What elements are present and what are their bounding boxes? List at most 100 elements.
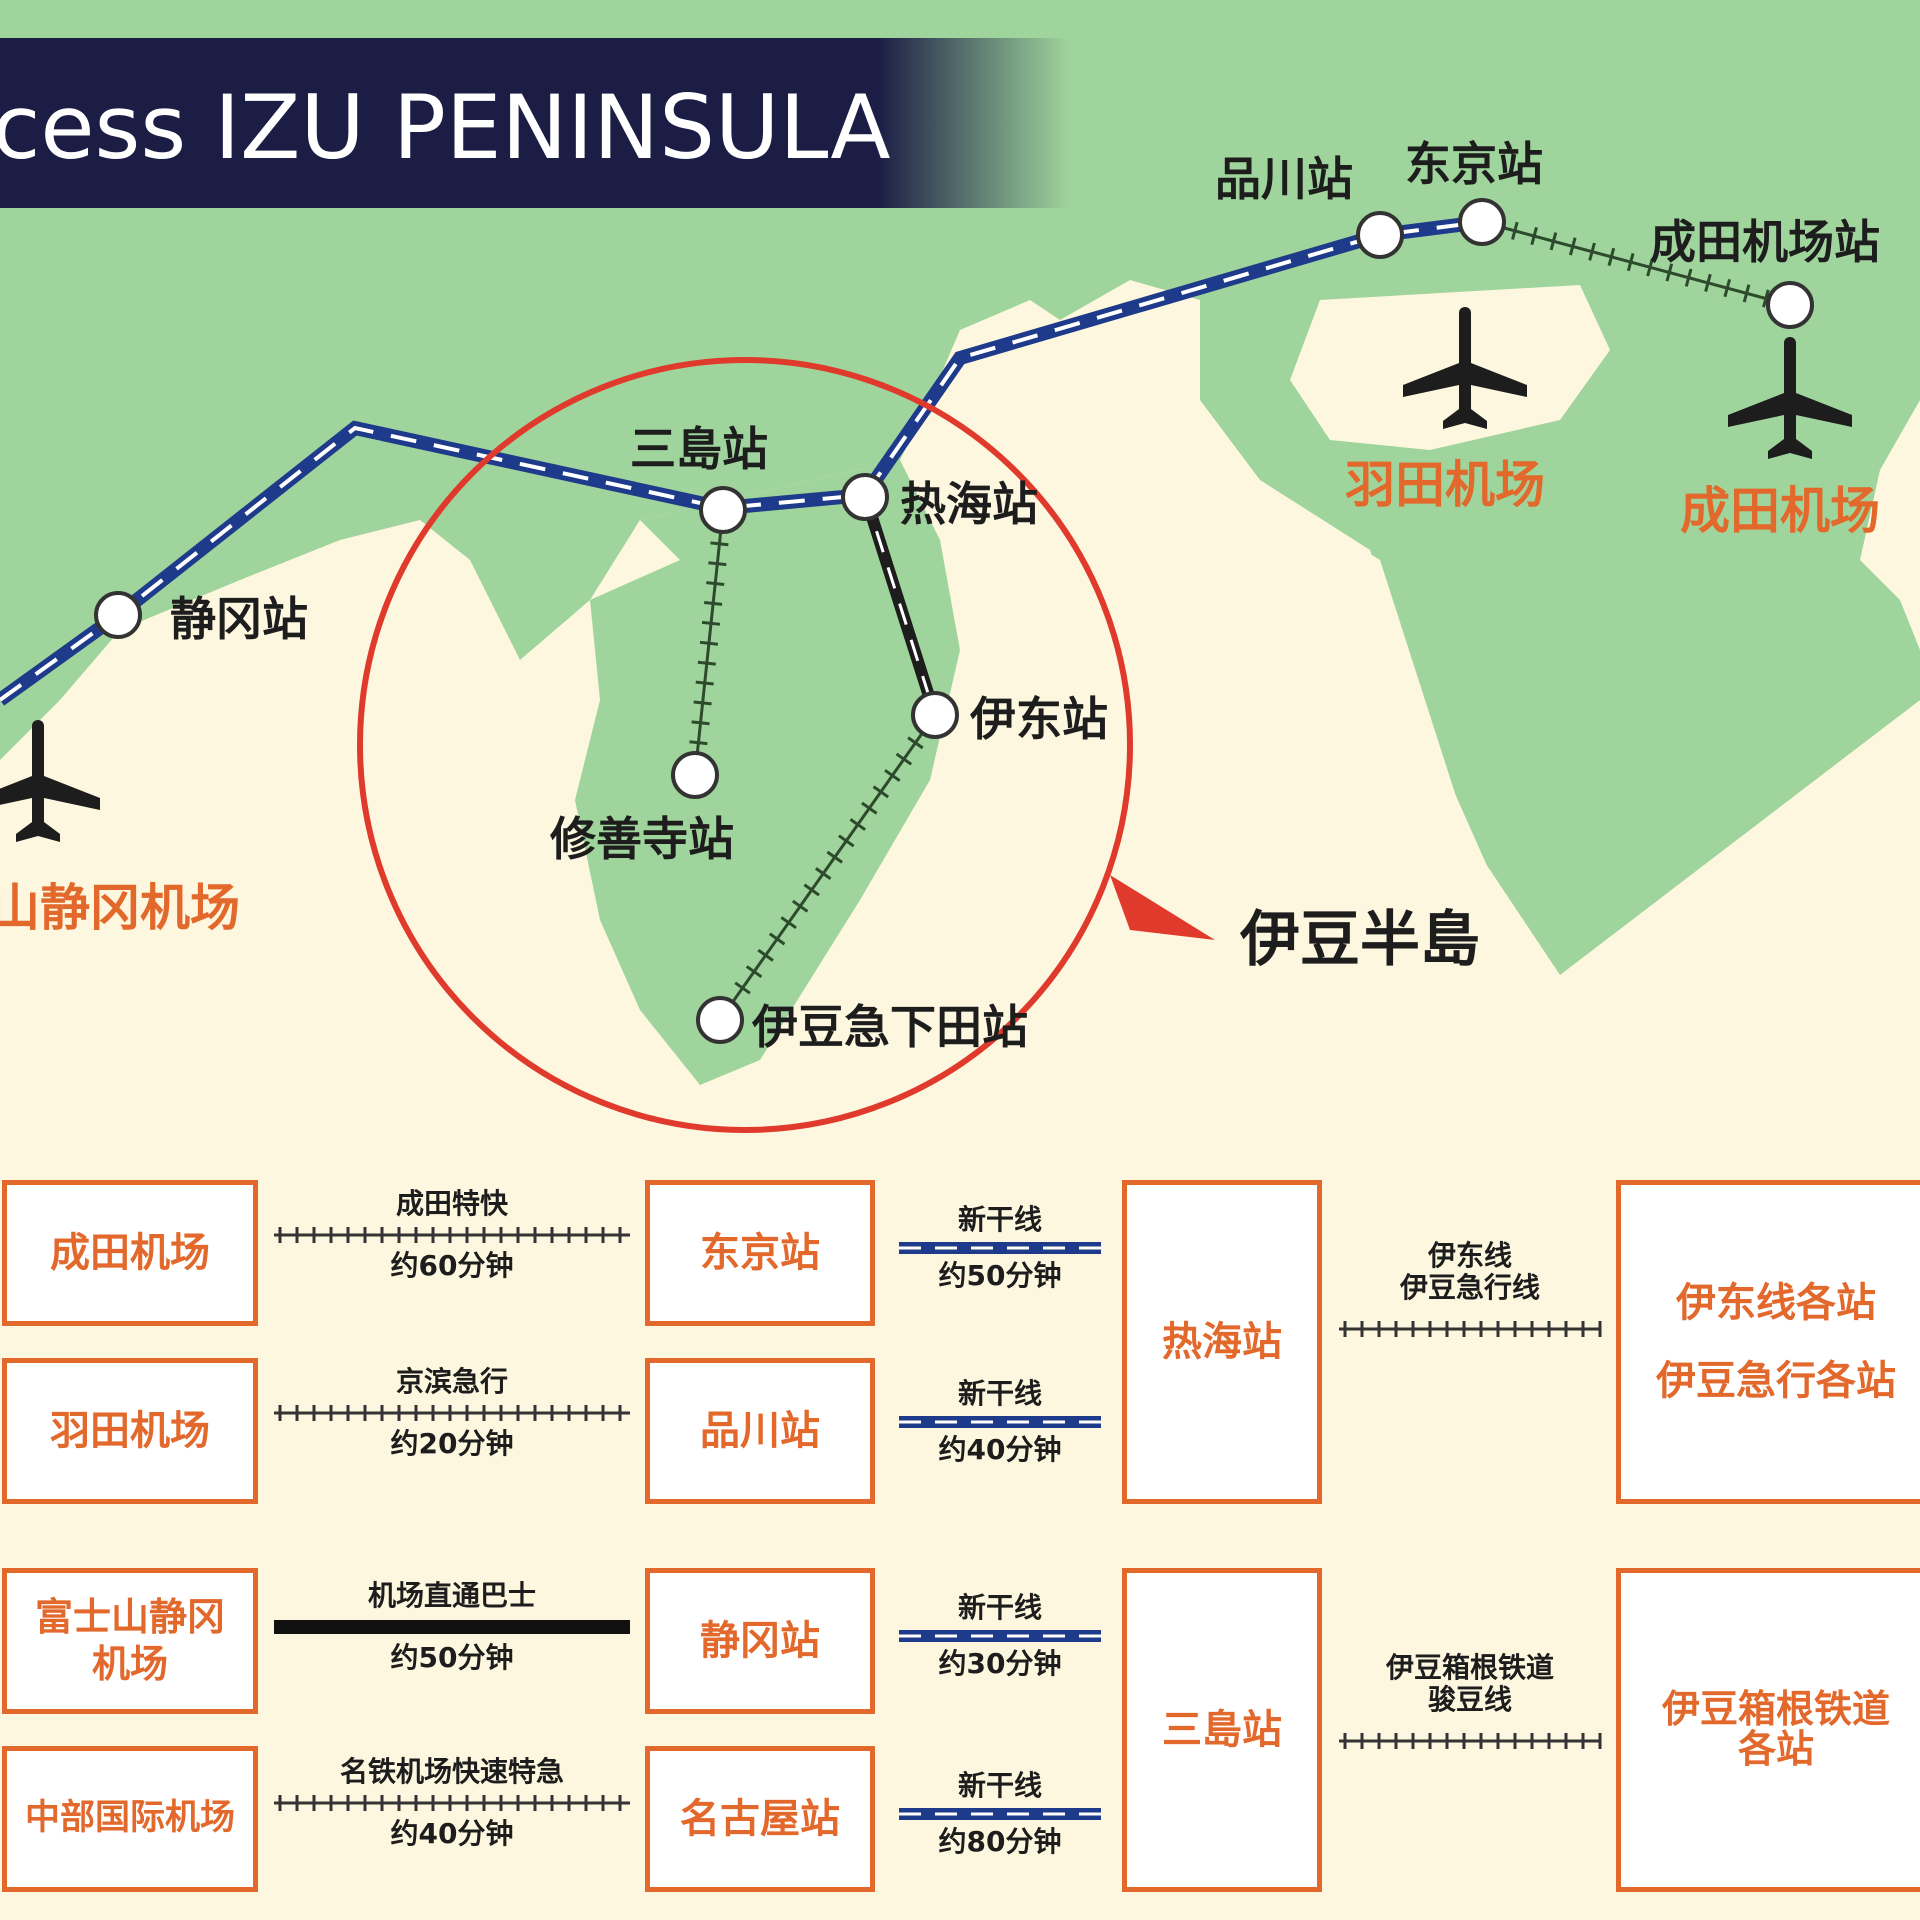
destination-ito-line: 伊东线各站: [1676, 1280, 1876, 1326]
station-box-shinagawa[interactable]: 品川站: [645, 1358, 875, 1504]
station-marker-shinagawa[interactable]: [1356, 211, 1404, 259]
tick-mark: [1511, 221, 1519, 240]
tick-mark: [1723, 279, 1732, 298]
route-map: cess IZU PENINSULA 品川站 东京站 成田机场站 三島站 热海站…: [0, 0, 1920, 1133]
label-mishima: 三島站: [630, 422, 768, 476]
hub-mishima[interactable]: 三島站: [1122, 1568, 1322, 1892]
tick-mark: [708, 561, 727, 567]
label-shizuoka-airport: 山静冈机场: [0, 879, 240, 937]
travel-time: 约40分钟: [938, 1433, 1062, 1466]
tick-mark: [699, 640, 719, 646]
shinkansen-line-icon: [899, 1416, 1101, 1428]
tick-mark: [768, 932, 786, 946]
izukyu-line-track: [718, 714, 937, 1021]
tick-mark: [1626, 252, 1635, 272]
callout-pointer: [1110, 875, 1215, 940]
airplane-icon: [0, 720, 100, 842]
label-atami: 热海站: [900, 477, 1038, 531]
shinkansen-line-icon: [899, 1630, 1101, 1642]
line-name: 新干线: [957, 1203, 1042, 1236]
connector-shinkansen-tokyo: 新干线 约50分钟: [895, 1204, 1105, 1292]
connector-meitetsu: 名铁机场快速特急 约40分钟: [270, 1756, 634, 1850]
travel-time: 约80分钟: [938, 1825, 1062, 1858]
station-marker-shuzenji[interactable]: [671, 751, 719, 799]
connector-izuhakone: 伊豆箱根铁道 骏豆线: [1335, 1652, 1605, 1756]
tick-mark: [693, 700, 712, 706]
tick-mark: [826, 850, 843, 864]
tick-mark: [838, 834, 855, 848]
origin-chubu-airport[interactable]: 中部国际机场: [2, 1746, 258, 1892]
line-name: 伊豆箱根铁道 骏豆线: [1385, 1651, 1554, 1716]
tick-mark: [1588, 242, 1596, 261]
tick-line-icon: [274, 1795, 630, 1811]
tick-mark: [872, 785, 890, 799]
tick-line-icon: [274, 1227, 630, 1243]
station-marker-tokyo[interactable]: [1458, 198, 1506, 246]
tick-mark: [710, 541, 729, 547]
origin-haneda-airport[interactable]: 羽田机场: [2, 1358, 258, 1504]
travel-time: 约50分钟: [390, 1641, 514, 1674]
tick-mark: [1568, 237, 1577, 256]
tick-line-icon: [274, 1405, 630, 1421]
tick-mark: [1549, 232, 1558, 251]
hub-atami[interactable]: 热海站: [1122, 1180, 1322, 1504]
station-marker-mishima[interactable]: [699, 486, 747, 534]
station-marker-shimoda[interactable]: [696, 996, 744, 1044]
tick-mark: [689, 740, 708, 746]
tick-mark: [861, 801, 878, 815]
tick-mark: [849, 818, 867, 831]
station-box-tokyo[interactable]: 东京站: [645, 1180, 875, 1326]
tick-mark: [1684, 268, 1693, 287]
line-name: 新干线: [957, 1769, 1042, 1802]
tick-mark: [815, 867, 832, 880]
tokyo-bay: [1120, 400, 1520, 1000]
tick-mark: [701, 620, 721, 626]
label-narita-airport: 成田机场: [1680, 482, 1880, 540]
shinkansen-line-icon: [899, 1808, 1101, 1820]
line-name: 伊东线 伊豆急行线: [1399, 1239, 1540, 1304]
tick-mark: [697, 660, 716, 666]
mainland: [0, 0, 1920, 975]
travel-time: 约50分钟: [938, 1259, 1062, 1292]
tick-line-icon: [1339, 1321, 1602, 1337]
stations: [94, 198, 1814, 1044]
travel-time: 约30分钟: [938, 1647, 1062, 1680]
tick-mark: [803, 883, 820, 897]
connector-shinkansen-shinagawa: 新干线 约40分钟: [895, 1378, 1105, 1466]
station-marker-atami[interactable]: [841, 473, 889, 521]
page-title: cess IZU PENINSULA: [0, 76, 891, 179]
travel-time: 约60分钟: [390, 1249, 514, 1282]
tick-mark: [1665, 263, 1674, 282]
tick-line-icon: [1339, 1733, 1602, 1749]
station-marker-narita[interactable]: [1766, 281, 1814, 329]
connector-shinkansen-shizuoka: 新干线 约30分钟: [895, 1592, 1105, 1680]
origin-narita-airport[interactable]: 成田机场: [2, 1180, 258, 1326]
tick-mark: [695, 680, 714, 686]
station-box-shizuoka[interactable]: 静冈站: [645, 1568, 875, 1714]
tick-mark: [745, 965, 763, 979]
label-shizuoka: 静冈站: [170, 592, 308, 646]
connector-ito-izukyu: 伊东线 伊豆急行线: [1335, 1240, 1605, 1344]
izu-highlight-circle: [357, 357, 1133, 1133]
title-banner: [0, 38, 1070, 208]
tick-mark: [1646, 258, 1654, 277]
tick-mark: [1607, 247, 1616, 266]
origin-fuji-shizuoka-airport[interactable]: 富士山静冈 机场: [2, 1568, 258, 1714]
label-shinagawa: 品川站: [1215, 152, 1353, 206]
station-box-nagoya[interactable]: 名古屋站: [645, 1746, 875, 1892]
connector-shinkansen-nagoya: 新干线 约80分钟: [895, 1770, 1105, 1858]
bus-line-icon: [274, 1620, 630, 1634]
label-shuzenji: 修善寺站: [550, 812, 734, 866]
label-narita-station: 成田机场站: [1650, 215, 1880, 269]
tick-mark: [706, 581, 725, 587]
destination-izuhakone[interactable]: 伊豆箱根铁道 各站: [1616, 1568, 1920, 1892]
destination-atami-lines[interactable]: 伊东线各站 伊豆急行各站: [1616, 1180, 1920, 1504]
station-marker-ito[interactable]: [911, 691, 959, 739]
tick-mark: [1762, 289, 1770, 308]
tick-mark: [734, 981, 751, 995]
tick-mark: [691, 720, 710, 726]
line-name: 京滨急行: [395, 1365, 508, 1398]
airplane-icon: [1728, 337, 1852, 459]
station-marker-shizuoka[interactable]: [94, 591, 142, 639]
tick-mark: [791, 899, 809, 913]
